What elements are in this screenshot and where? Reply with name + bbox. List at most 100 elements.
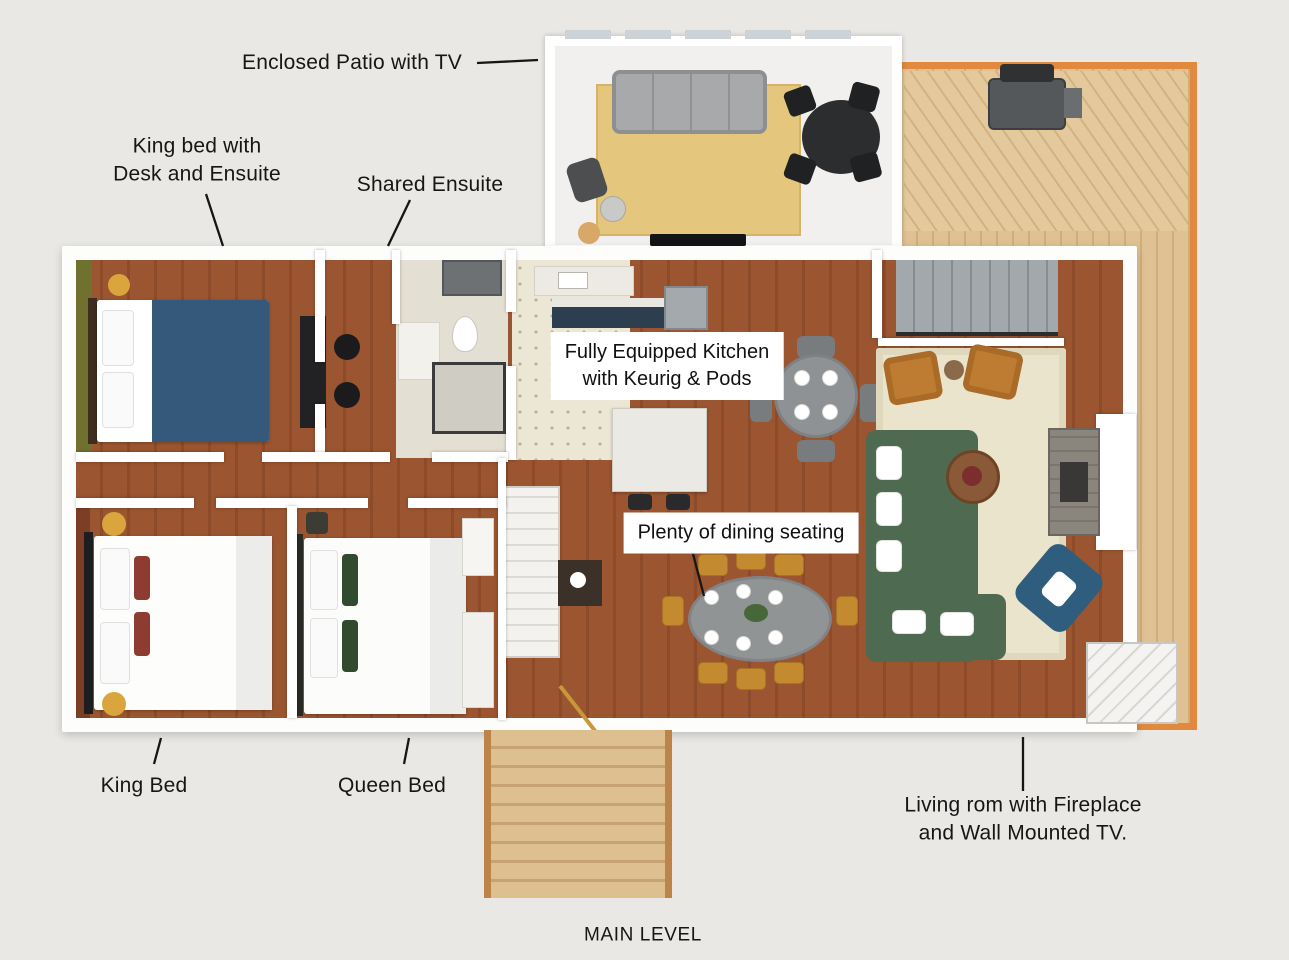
label-king-ensuite: King bed with Desk and Ensuite <box>113 134 281 185</box>
patio-side-table <box>600 196 626 222</box>
leader-king-bed <box>152 737 163 765</box>
red-accent-pillow <box>134 556 150 600</box>
throw-pillow <box>876 492 902 526</box>
label-main-level: MAIN LEVEL <box>584 924 702 946</box>
plate <box>736 584 751 599</box>
plate <box>736 636 751 651</box>
front-steps <box>484 730 672 898</box>
dining-chair <box>774 662 804 684</box>
label-dining: Plenty of dining seating <box>623 512 859 554</box>
toilet <box>452 316 478 352</box>
leader-king-ensuite <box>204 193 225 247</box>
wall <box>432 452 508 462</box>
bed-pillow <box>102 372 134 428</box>
label-kitchen: Fully Equipped Kitchen with Keurig & Pod… <box>550 332 784 400</box>
accent-side-table <box>944 360 964 380</box>
label-enclosed-patio: Enclosed Patio with TV <box>242 51 462 75</box>
dining-chair <box>698 662 728 684</box>
green-accent-pillow <box>342 554 358 606</box>
plate <box>794 404 810 420</box>
coffee-table-bowl <box>962 466 982 486</box>
patio-decor-ball <box>578 222 600 244</box>
dresser <box>462 518 494 576</box>
plate <box>822 404 838 420</box>
wall <box>408 498 506 508</box>
centerpiece-plant <box>744 604 768 622</box>
wall <box>872 250 882 338</box>
bed-blanket-fold <box>236 536 272 710</box>
patio-window <box>685 30 731 39</box>
patio-window <box>745 30 791 39</box>
throw-pillow <box>876 446 902 480</box>
patio-window <box>805 30 851 39</box>
wall <box>315 404 325 460</box>
leader-shared-ensuite <box>386 199 412 247</box>
kitchen-island <box>612 408 707 492</box>
bed-king-ensuite-headboard <box>88 298 97 444</box>
leader-queen-bed <box>402 737 411 765</box>
kitchen-cabinet-countertop <box>552 298 664 307</box>
bed-pillow <box>100 622 130 684</box>
bed-queen-headboard <box>294 534 303 716</box>
fireplace <box>1048 428 1100 536</box>
dining-chair <box>662 596 684 626</box>
wall-stair <box>878 338 1064 346</box>
dining-chair <box>836 596 858 626</box>
breakfast-table <box>774 354 858 438</box>
wall <box>315 250 325 362</box>
grill-body <box>988 78 1066 130</box>
plate <box>704 630 719 645</box>
wall <box>287 506 297 718</box>
fireplace-bumpout <box>1096 414 1136 550</box>
label-living-room: Living rom with Fireplace and Wall Mount… <box>904 793 1142 844</box>
wall <box>506 250 516 312</box>
gold-stool <box>102 512 126 536</box>
red-accent-pillow <box>134 612 150 656</box>
desk-chair <box>334 382 360 408</box>
firebox <box>1060 462 1088 502</box>
plate <box>768 630 783 645</box>
closet <box>462 612 494 708</box>
breakfast-chair <box>797 336 835 358</box>
patio-window <box>625 30 671 39</box>
green-accent-pillow <box>342 620 358 672</box>
linen-closet <box>504 486 560 658</box>
washer-dryer <box>442 260 502 296</box>
gold-stool <box>108 274 130 296</box>
bed-pillow <box>100 548 130 610</box>
grill-hood <box>1000 64 1054 82</box>
island-stool <box>666 494 690 510</box>
patio-sofa <box>612 70 767 134</box>
wall <box>76 452 224 462</box>
fridge <box>664 286 708 330</box>
wall <box>506 366 516 460</box>
dining-chair <box>736 668 766 690</box>
patio-window <box>565 30 611 39</box>
bed-pillow <box>310 550 338 610</box>
wall <box>216 498 368 508</box>
label-shared-ensuite: Shared Ensuite <box>356 173 504 197</box>
dining-chair <box>774 554 804 576</box>
nightstand <box>306 512 328 534</box>
plate <box>822 370 838 386</box>
plate <box>794 370 810 386</box>
patio-tv <box>650 234 746 246</box>
wall <box>498 458 506 720</box>
plate <box>704 590 719 605</box>
bed-blanket-fold <box>430 538 466 714</box>
bed-pillow <box>310 618 338 678</box>
orange-armchair <box>882 349 944 407</box>
shower <box>432 362 506 434</box>
dining-chair <box>698 554 728 576</box>
kitchen-sink <box>558 272 588 289</box>
sectional-sofa-chaise <box>866 594 1006 660</box>
throw-pillow <box>940 612 974 636</box>
wall <box>76 498 194 508</box>
deck-stairs <box>1086 642 1178 724</box>
label-queen-bed: Queen Bed <box>337 774 447 798</box>
bed-king-ensuite-blanket <box>152 300 269 442</box>
bed-king-headboard <box>84 532 93 714</box>
grill-side-shelf <box>1064 88 1082 118</box>
label-king-bed: King Bed <box>100 774 188 798</box>
throw-pillow <box>892 610 926 634</box>
